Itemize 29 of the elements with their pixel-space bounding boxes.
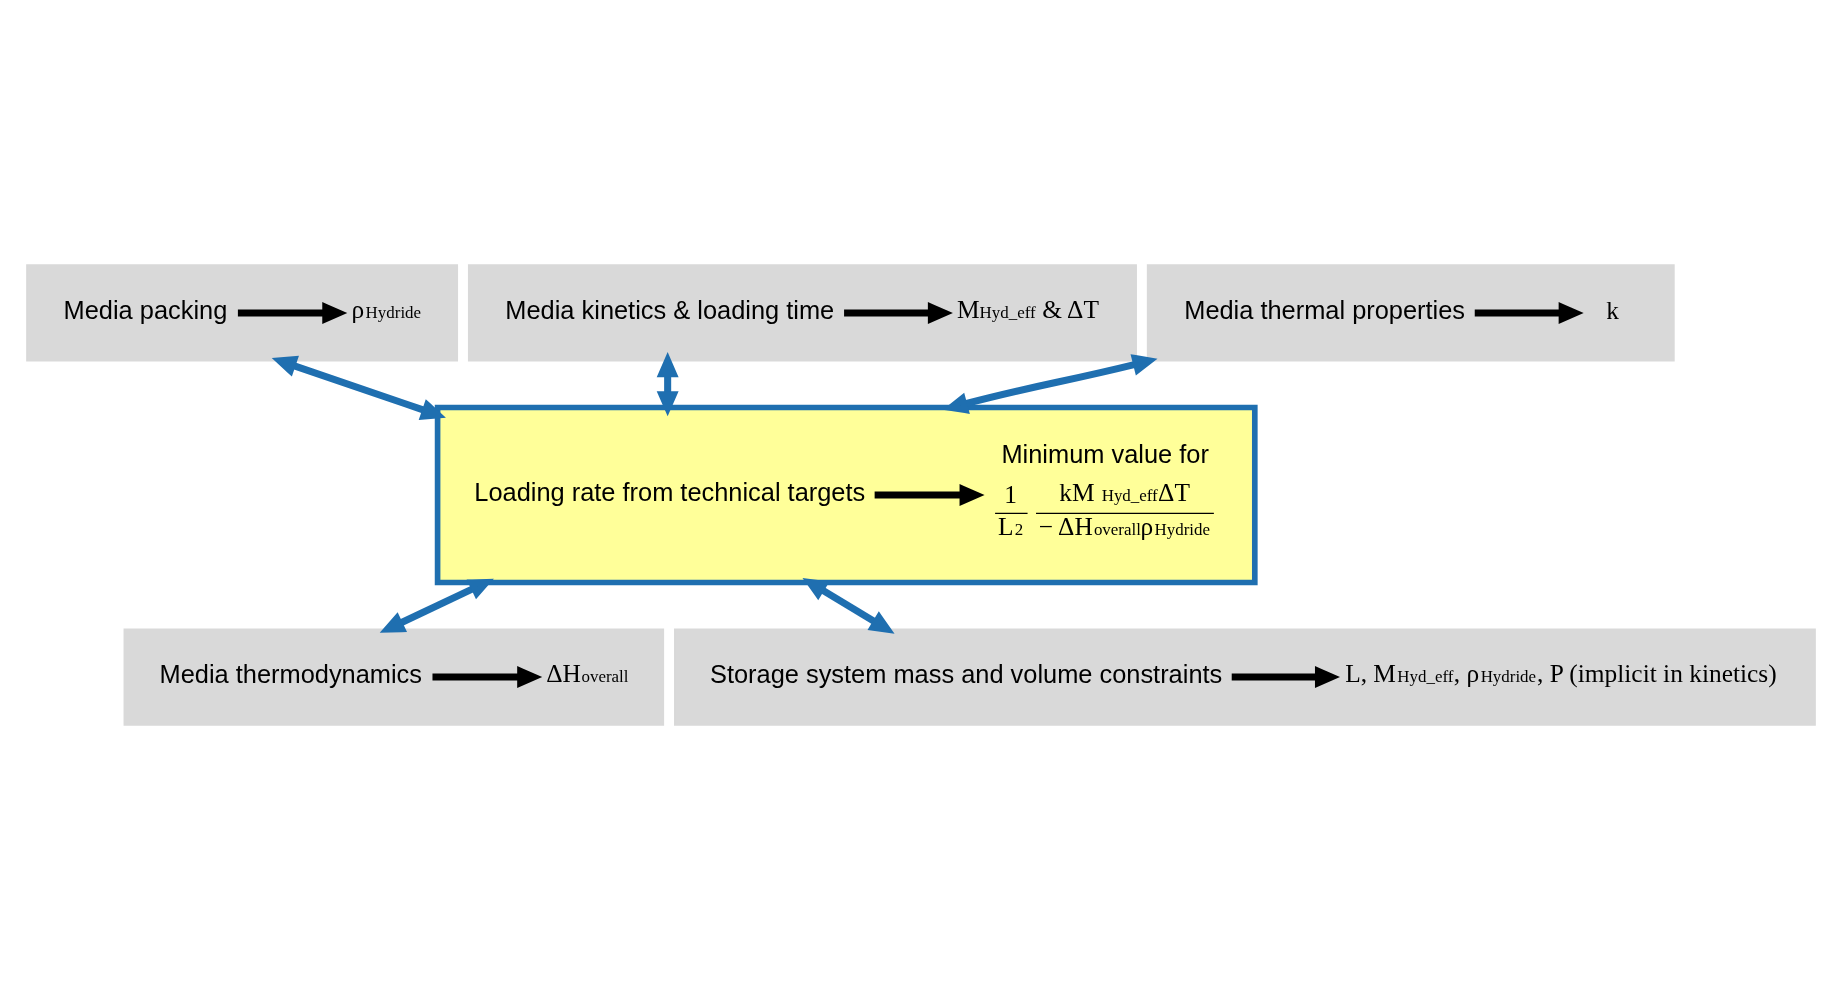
node-text: ΔHoverall bbox=[545, 658, 629, 687]
node-text: k bbox=[1605, 296, 1619, 325]
node-text: Media thermodynamics bbox=[159, 660, 422, 689]
cluster bbox=[434, 404, 1258, 586]
cluster bbox=[25, 264, 458, 362]
arrow bbox=[802, 577, 895, 634]
arrow bbox=[432, 666, 542, 689]
node-label: kM Hyd_effΔT bbox=[1058, 478, 1190, 507]
arrow bbox=[843, 301, 953, 324]
node-text: MHyd_eff & ΔT bbox=[956, 294, 1099, 323]
node-text: Media packing bbox=[63, 296, 227, 325]
cluster bbox=[1146, 264, 1675, 362]
arrow bbox=[379, 578, 494, 633]
cluster bbox=[673, 628, 1816, 726]
node-text: Storage system mass and volume constraints bbox=[709, 660, 1222, 689]
node-label: 1 bbox=[1003, 479, 1017, 508]
arrow bbox=[271, 355, 446, 420]
cluster bbox=[467, 264, 1137, 362]
node-label: − ΔHoverallρHydride bbox=[1038, 512, 1210, 541]
node-text: Media thermal properties bbox=[1183, 296, 1465, 325]
node-text: L, MHyd_eff, ρHydride, P (implicit in kinetics) bbox=[1344, 658, 1777, 687]
node-text: Media kinetics & loading time bbox=[504, 296, 834, 325]
node-label: Minimum value for bbox=[1000, 440, 1209, 469]
node-label: L2 bbox=[997, 512, 1023, 541]
cluster bbox=[123, 628, 664, 726]
arrow bbox=[942, 354, 1157, 414]
arrow bbox=[656, 352, 679, 417]
node-text: ρHydride bbox=[350, 294, 421, 323]
node-text: Loading rate from technical targets bbox=[473, 478, 865, 507]
